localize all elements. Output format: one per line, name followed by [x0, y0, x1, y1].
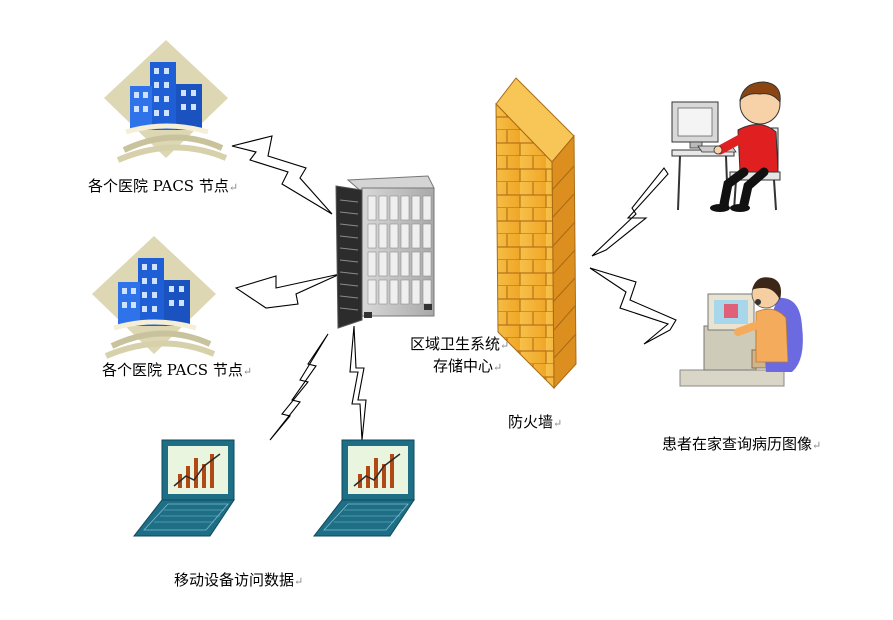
label-text: 防火墙	[508, 413, 554, 431]
patient-computer-icon	[679, 277, 803, 387]
label-text: 存储中心	[433, 357, 494, 375]
user-computer-icon	[671, 81, 781, 212]
label-text: 各个医院 PACS 节点	[102, 361, 243, 379]
hospital-node-label-top: 各个医院 PACS 节点↵	[88, 176, 238, 198]
paragraph-mark: ↵	[553, 417, 563, 430]
laptop-chart-icon	[132, 439, 235, 537]
firewall-icon	[495, 77, 577, 390]
lightning-link-icon	[231, 135, 677, 441]
paragraph-mark: ↵	[493, 361, 503, 374]
server-cabinet-icon	[335, 175, 435, 329]
mobile-access-label: 移动设备访问数据↵	[174, 570, 303, 592]
label-text: 各个医院 PACS 节点	[88, 177, 229, 195]
hospital-node-label-mid: 各个医院 PACS 节点↵	[102, 360, 252, 382]
paragraph-mark: ↵	[294, 575, 304, 588]
hospital-building-icon	[104, 40, 228, 163]
laptop-chart-icon	[312, 439, 415, 537]
storage-center-label: 区域卫生系统↵ 存储中心↵	[410, 334, 509, 378]
hospital-building-icon	[92, 236, 216, 359]
paragraph-mark: ↵	[242, 365, 253, 378]
label-text: 患者在家查询病历图像	[662, 435, 813, 453]
paragraph-mark: ↵	[228, 181, 239, 194]
paragraph-mark: ↵	[812, 439, 822, 452]
patient-label: 患者在家查询病历图像↵	[662, 434, 821, 456]
label-text: 区域卫生系统	[410, 335, 501, 353]
firewall-label: 防火墙↵	[508, 412, 562, 434]
label-text: 移动设备访问数据	[174, 571, 295, 589]
paragraph-mark: ↵	[500, 339, 510, 352]
